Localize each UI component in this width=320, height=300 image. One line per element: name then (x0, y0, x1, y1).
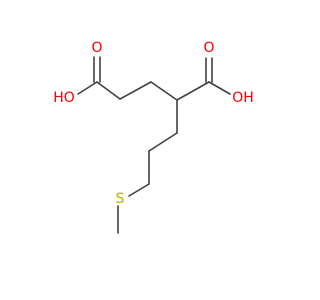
structure-diagram: O HO O OH S (53, 40, 254, 234)
hydroxyl-label-right: OH (232, 90, 254, 106)
oxygen-label-left-carbonyl: O (91, 40, 102, 56)
bond-c5-oh (208, 81, 231, 95)
bond-c1-oh (77, 81, 98, 95)
bond-c1-c2 (96, 81, 121, 100)
molecule-canvas: O HO O OH S (53, 40, 254, 234)
bond-c2-c3 (119, 81, 152, 100)
bond-c6-c7 (148, 132, 178, 152)
bond-c3-c4 (150, 81, 178, 101)
hydroxyl-label-left: HO (53, 90, 75, 106)
bond-c8-s (128, 183, 150, 197)
bond-c4-c5 (176, 81, 210, 101)
oxygen-label-right-carbonyl: O (203, 40, 214, 56)
sulfur-label: S (116, 191, 125, 207)
